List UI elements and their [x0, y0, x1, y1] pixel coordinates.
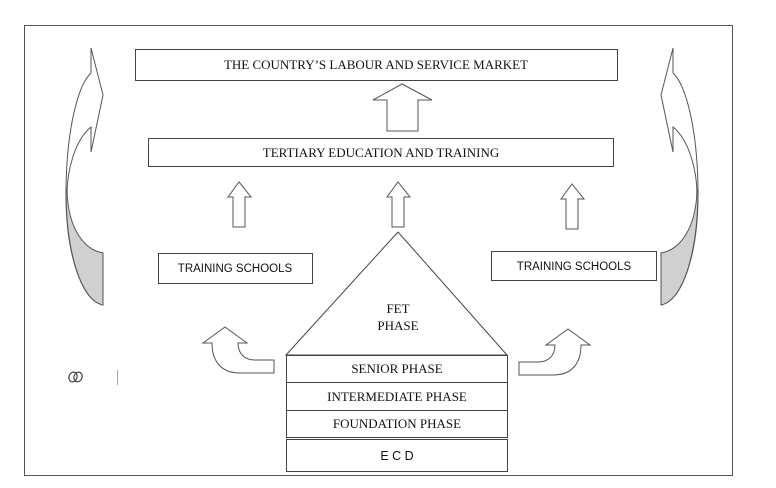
tertiary-label: TERTIARY EDUCATION AND TRAINING — [263, 145, 499, 160]
tertiary-box — [148, 138, 614, 167]
fet-label-line1: FET — [386, 301, 409, 316]
labour-market-label: THE COUNTRY’S LABOUR AND SERVICE MARKET — [224, 57, 528, 72]
foundation-phase-label: FOUNDATION PHASE — [333, 416, 461, 431]
senior-phase-label: SENIOR PHASE — [351, 361, 442, 376]
foundation-phase-box — [286, 410, 508, 438]
up-arrow-left — [227, 181, 253, 228]
labour-market-box — [135, 49, 618, 81]
left-cycle-arrow — [65, 47, 104, 306]
training-schools-left-label: TRAINING SCHOOLS — [178, 263, 293, 275]
intermediate-phase-label: INTERMEDIATE PHASE — [327, 389, 467, 404]
bent-arrow-right — [518, 328, 592, 376]
training-schools-left-box — [158, 253, 313, 284]
frame — [24, 25, 733, 476]
fet-label-line2: PHASE — [377, 318, 418, 333]
bent-arrow-left — [201, 326, 275, 374]
training-schools-right-label: TRAINING SCHOOLS — [517, 261, 632, 273]
ecd-label: E C D — [380, 449, 413, 463]
up-arrow-center — [386, 181, 412, 228]
ecd-box — [286, 439, 508, 472]
intermediate-phase-box — [286, 382, 508, 411]
up-arrow-large — [372, 83, 433, 132]
fet-triangle — [284, 231, 509, 356]
up-arrow-right — [560, 183, 586, 230]
link-icon — [68, 371, 83, 383]
training-schools-right-box — [491, 251, 657, 281]
right-cycle-arrow — [660, 47, 699, 306]
